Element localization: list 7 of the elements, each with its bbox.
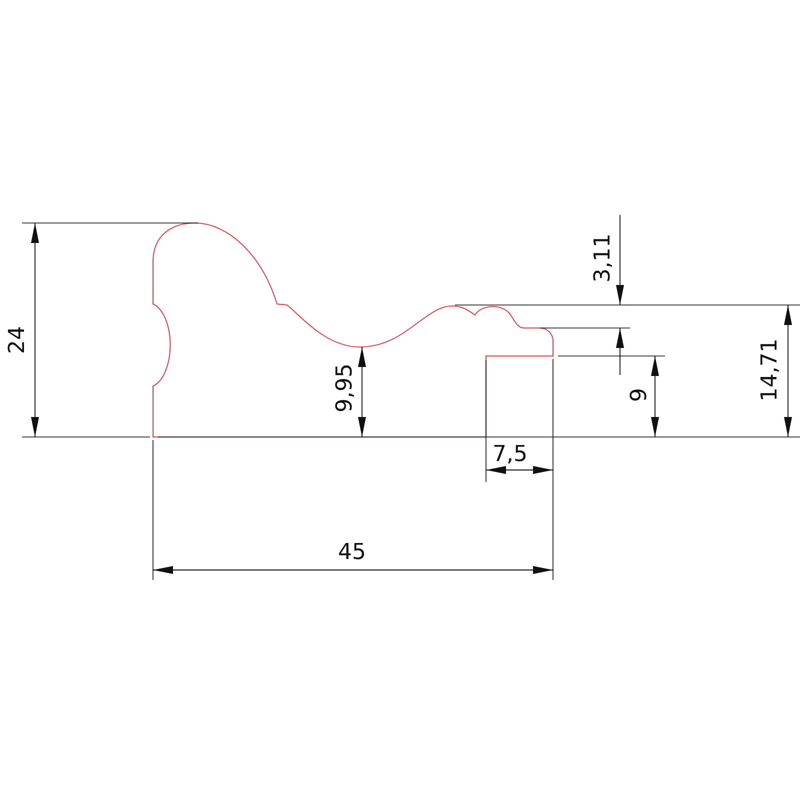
dimension-value: 14,71 [759,338,781,402]
dimension-value: 9,95 [334,364,356,412]
dimension-value: 9 [629,388,651,402]
dimension-value: 45 [338,542,366,564]
dimension-value: 3,11 [592,234,614,282]
dimension-value: 24 [7,326,29,354]
dimension-value: 7,5 [492,444,528,466]
